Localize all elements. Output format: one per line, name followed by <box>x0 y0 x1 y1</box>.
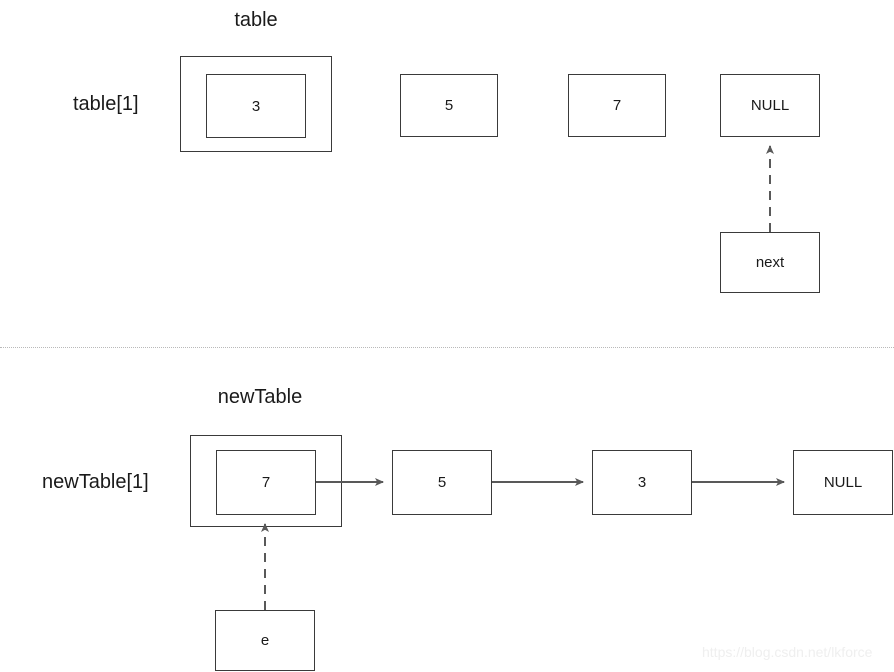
newtable-bucket-inner-box: 7 <box>216 450 316 515</box>
table-bucket-inner-box: 3 <box>206 74 306 138</box>
newtable-node-box-3: 3 <box>592 450 692 515</box>
table-node-box-5: 5 <box>400 74 498 137</box>
newtable-node-box-5: 5 <box>392 450 492 515</box>
watermark-text: https://blog.csdn.net/lkforce <box>702 644 873 660</box>
table-node-box-null: NULL <box>720 74 820 137</box>
table-index-label: table[1] <box>73 93 139 115</box>
newtable-node-box-null: NULL <box>793 450 893 515</box>
table-node-box-7: 7 <box>568 74 666 137</box>
table-heading: table <box>234 9 278 31</box>
table-next-pointer-box: next <box>720 232 820 293</box>
newtable-index-label: newTable[1] <box>42 471 149 493</box>
section-divider <box>0 347 894 348</box>
newtable-e-pointer-box: e <box>215 610 315 671</box>
newtable-heading: newTable <box>217 386 303 408</box>
